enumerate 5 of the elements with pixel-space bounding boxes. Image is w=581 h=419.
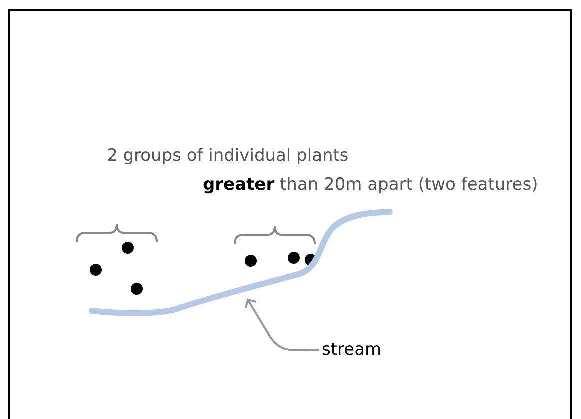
annotation-text: greater than 20m apart (two features) (203, 175, 538, 195)
leader-arrow (244, 299, 320, 352)
annotation-text: 2 groups of individual plants (107, 146, 349, 166)
stream-line (89, 209, 393, 316)
stream-label: stream (322, 340, 382, 360)
